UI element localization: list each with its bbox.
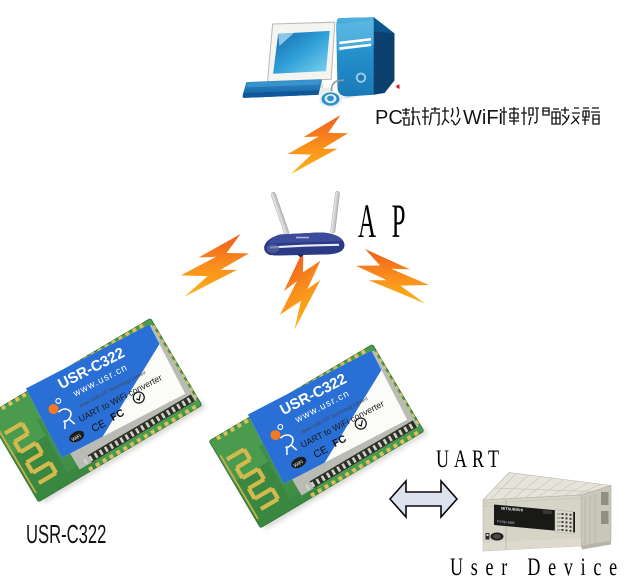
svg-text:FX3U-16M: FX3U-16M [497,520,515,525]
svg-text:WiFi: WiFi [463,107,503,129]
svg-text:USR-C322: USR-C322 [26,519,106,549]
svg-text:PC: PC [375,107,403,129]
svg-text:WiFi: WiFi [293,459,305,469]
svg-text:User Device: User Device [450,553,625,581]
svg-text:MITSUBISHI: MITSUBISHI [501,507,523,513]
svg-text:FC: FC [331,433,349,450]
svg-text:C‍E: C‍E [312,444,330,461]
svg-text:UART: UART [436,445,504,473]
svg-text:AP: AP [358,196,421,249]
